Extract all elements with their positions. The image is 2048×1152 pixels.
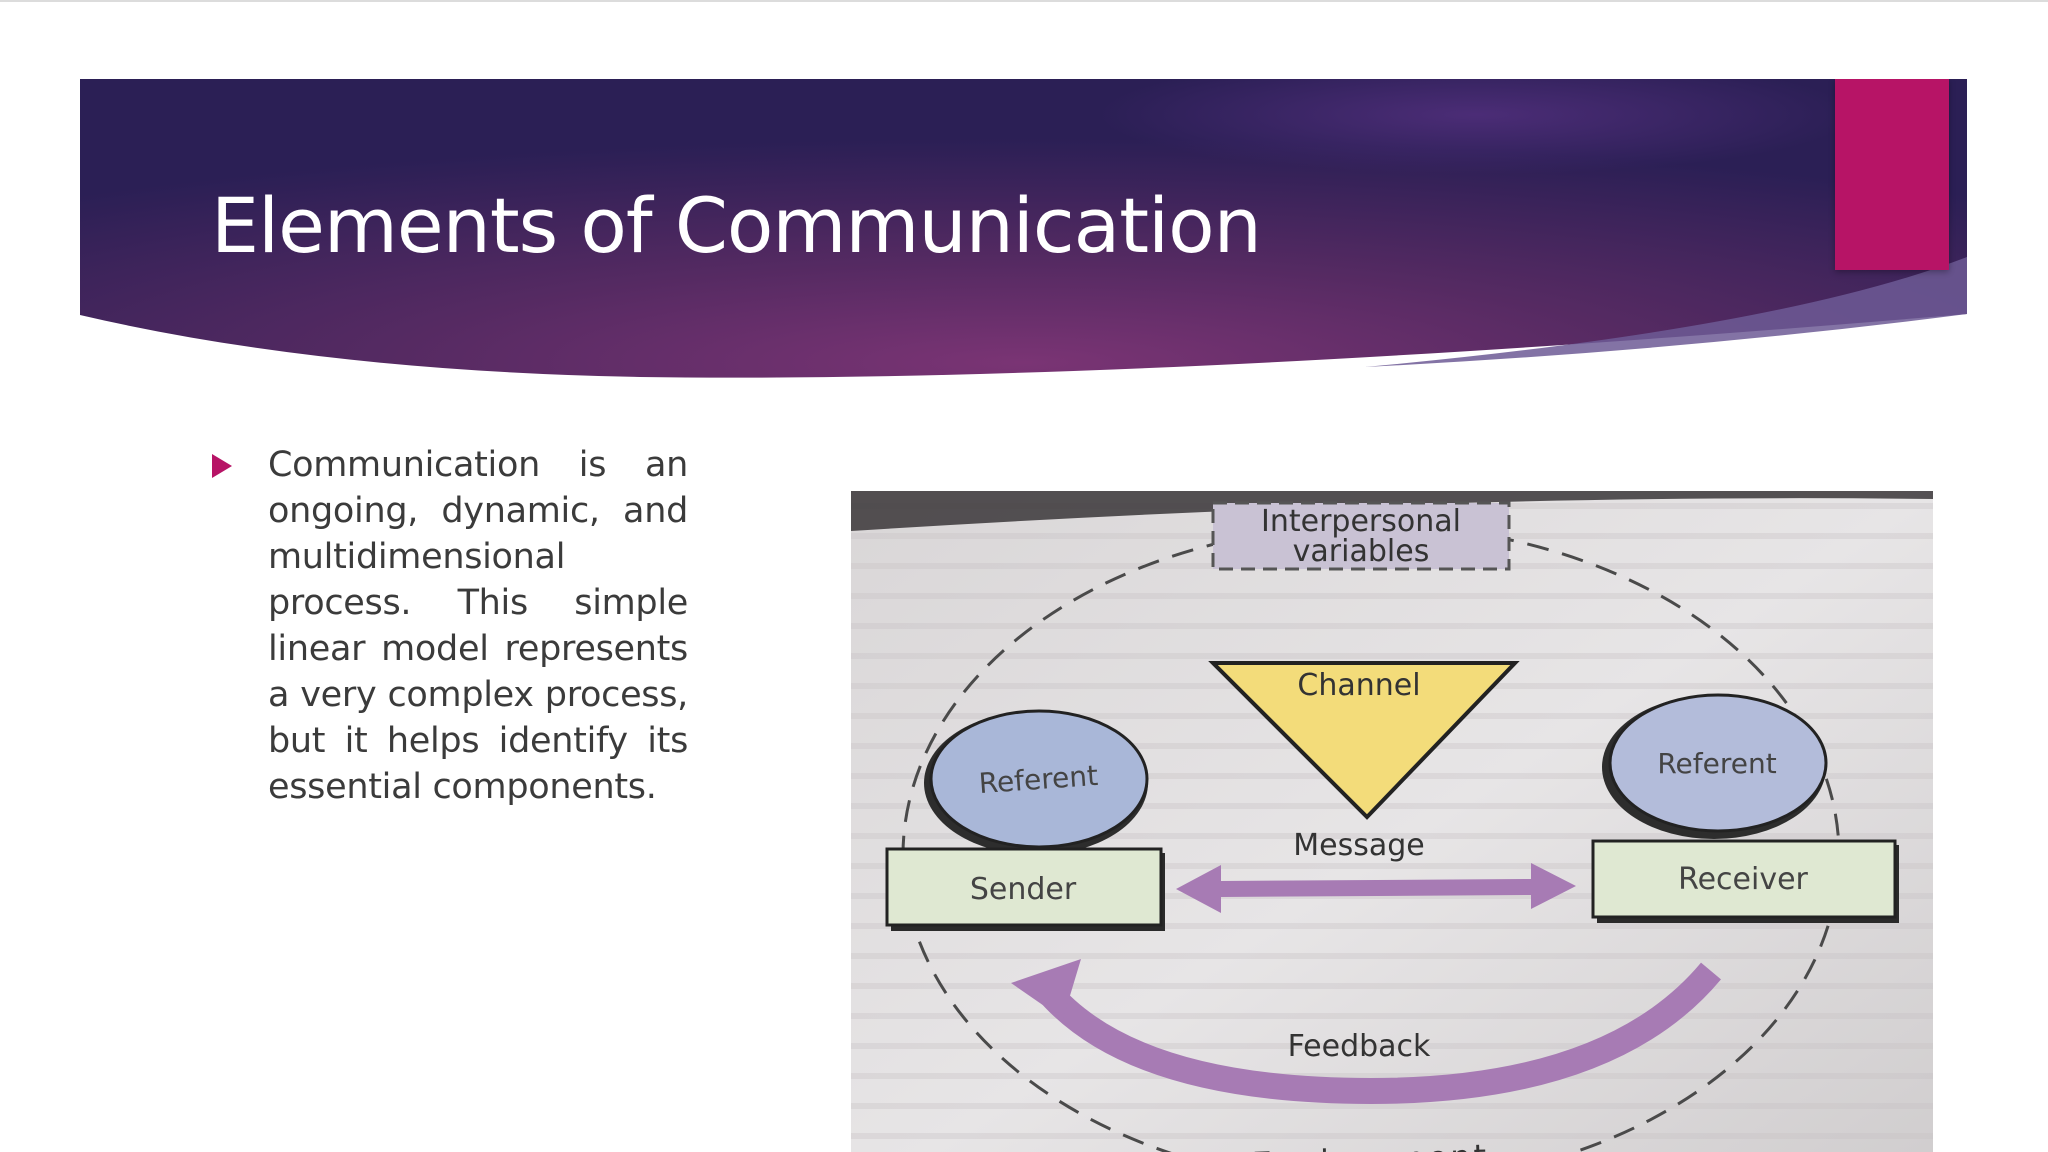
communication-model-figure: Interpersonal variables Channel Referent…	[851, 491, 1933, 1152]
bullet-text: Communication is an ongoing, dynamic, an…	[268, 445, 688, 807]
interpersonal-label: Interpersonal	[1261, 504, 1461, 539]
accent-tab	[1835, 79, 1949, 270]
title-banner	[80, 79, 1967, 384]
message-label: Message	[1293, 828, 1424, 863]
receiver-box: Receiver	[1591, 839, 1899, 923]
receiver-label: Receiver	[1678, 862, 1808, 897]
window-top-border	[0, 0, 2048, 2]
referent-right: Referent	[1602, 693, 1828, 839]
photo-shadow-edge	[851, 491, 1933, 531]
bullet-list: Communication is an ongoing, dynamic, an…	[212, 442, 767, 810]
feedback-arrow	[1011, 959, 1721, 1105]
channel-triangle: Channel	[1208, 661, 1520, 820]
feedback-label: Feedback	[1288, 1029, 1431, 1064]
interpersonal-variables-box: Interpersonal variables	[1211, 501, 1511, 571]
bullet-arrow-icon	[212, 454, 232, 478]
variables-label: variables	[1293, 534, 1430, 569]
sender-label: Sender	[970, 872, 1077, 907]
referent-left: Referent	[924, 709, 1149, 855]
channel-label: Channel	[1297, 668, 1420, 703]
message-arrow	[1176, 863, 1576, 913]
slide-title: Elements of Communication	[211, 181, 1262, 270]
sender-box: Sender	[885, 847, 1165, 931]
referent-right-label: Referent	[1657, 747, 1776, 780]
slide: Elements of Communication Communication …	[80, 79, 1967, 1152]
